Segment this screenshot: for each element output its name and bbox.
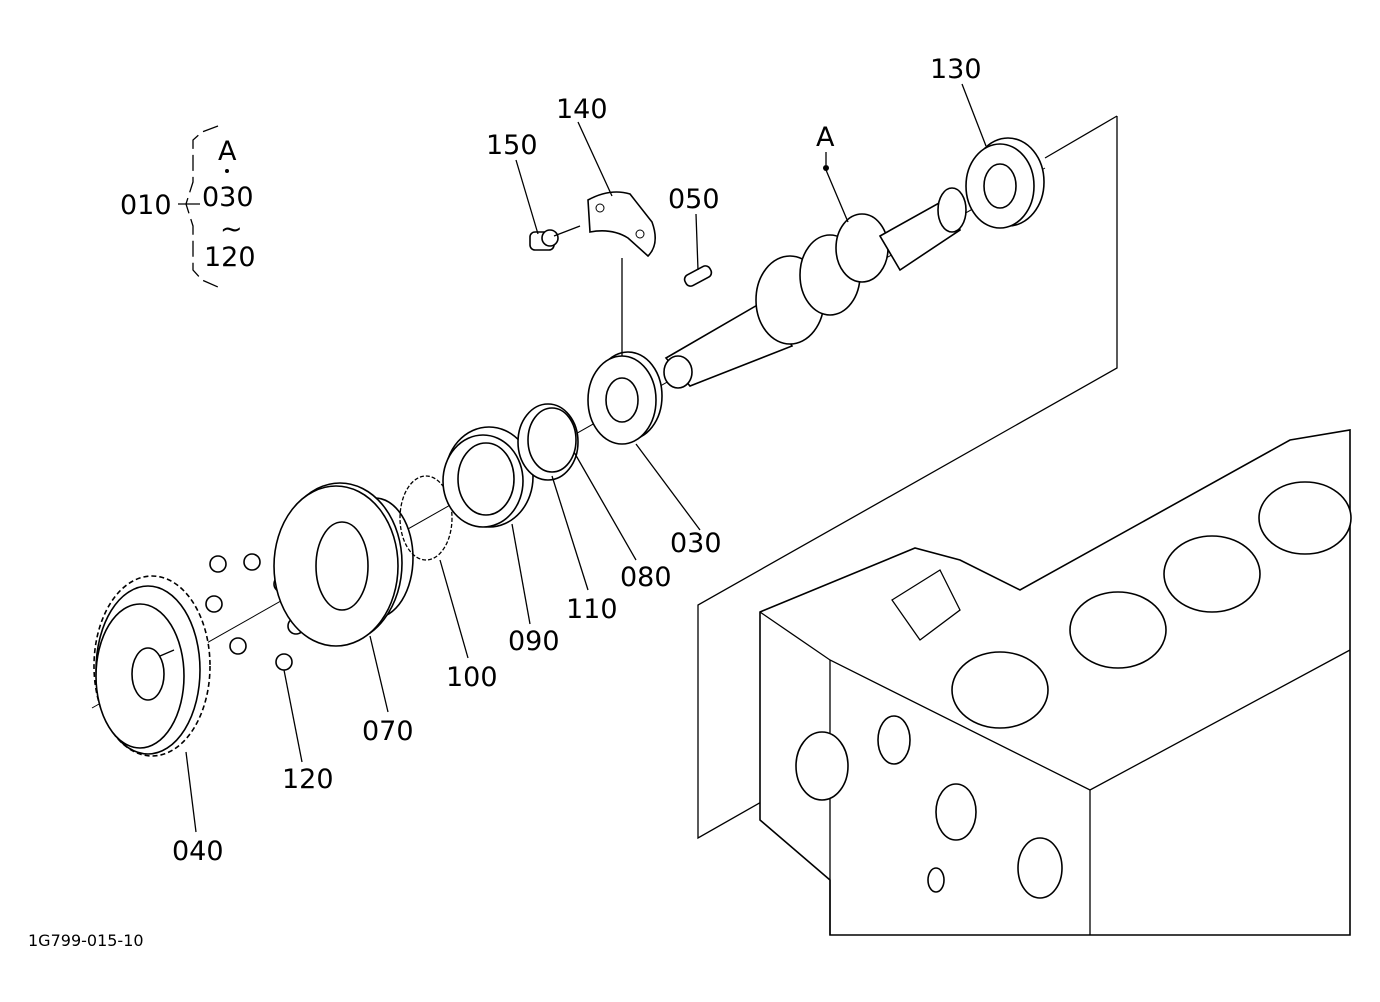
bearing-130 — [965, 137, 1045, 229]
group-from-label: 030 — [202, 182, 254, 213]
plate-140 — [587, 191, 656, 356]
leader-lines — [185, 83, 987, 833]
group-tilde: ~ — [220, 214, 243, 245]
callout-A: A — [816, 122, 835, 153]
needle-bearing-100 — [399, 475, 453, 561]
group-parent-label: 010 — [120, 190, 172, 221]
callout-080: 080 — [620, 562, 672, 593]
bearing-030 — [587, 351, 663, 445]
shaft-assembly — [663, 187, 967, 389]
group-to-label: 120 — [204, 242, 256, 273]
callout-130: 130 — [930, 54, 982, 85]
callout-120: 120 — [282, 764, 334, 795]
callout-090: 090 — [508, 626, 560, 657]
reference-frame-top — [1044, 115, 1118, 159]
reference-frame — [697, 116, 1118, 840]
bolt-150 — [529, 225, 581, 251]
callout-110: 110 — [566, 594, 618, 625]
key-050 — [683, 265, 713, 287]
callout-150: 150 — [486, 130, 538, 161]
callout-030: 030 — [670, 528, 722, 559]
group-top-label: A — [218, 136, 237, 167]
snap-ring-110 — [517, 403, 579, 481]
callout-100: 100 — [446, 662, 498, 693]
callout-070: 070 — [362, 716, 414, 747]
engine-block — [759, 429, 1352, 936]
gear-040 — [93, 575, 211, 757]
group-bracket: 010 A 030 ~ 120 — [120, 125, 256, 288]
callout-040: 040 — [172, 836, 224, 867]
callout-050: 050 — [668, 184, 720, 215]
group-dot — [225, 169, 229, 173]
callout-140: 140 — [556, 94, 608, 125]
race-090 — [442, 426, 534, 528]
thrust-plate-070 — [273, 482, 414, 647]
drawing-code: 1G799-015-10 — [28, 931, 144, 950]
